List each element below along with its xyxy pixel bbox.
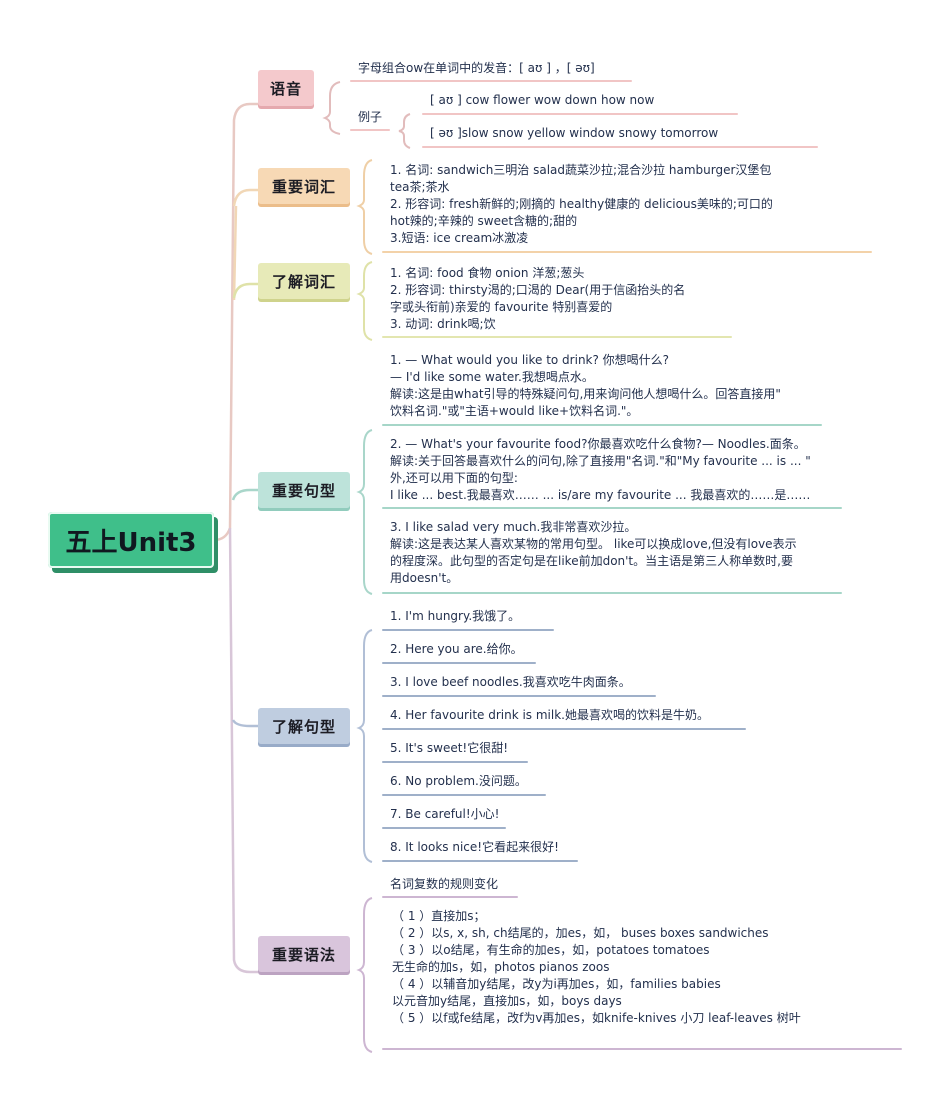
underline	[382, 794, 546, 796]
branch-grammar[interactable]: 重要语法	[258, 936, 350, 972]
underline	[382, 860, 578, 862]
underline	[382, 695, 656, 697]
branch-key-vocabulary[interactable]: 重要词汇	[258, 168, 350, 204]
know-sentence-item: 8. It looks nice!它看起来很好!	[390, 840, 559, 854]
key-sentence-line: 用doesn't。	[390, 571, 459, 585]
key-sentence-line: I like ... best.我最喜欢…… ... is/are my fav…	[390, 488, 811, 502]
know-sentence-item: 5. It's sweet!它很甜!	[390, 741, 509, 755]
key-vocabulary-block: 1. 名词: sandwich三明治 salad蔬菜沙拉;混合沙拉 hambur…	[390, 162, 773, 247]
branch-know-sentences[interactable]: 了解句型	[258, 708, 350, 744]
key-sentence-line: 外,还可以用下面的句型:	[390, 471, 518, 485]
branch-pronunciation[interactable]: 语音	[258, 70, 314, 106]
key-sentence-line: — I'd like some water.我想喝点水。	[390, 370, 594, 384]
branch-know-vocabulary-title: 了解词汇	[271, 272, 336, 291]
know-sentence-item: 4. Her favourite drink is milk.她最喜欢喝的饮料是…	[390, 708, 709, 722]
key-sentence-line: 饮料名词."或"主语+would like+饮料名词."。	[390, 404, 639, 418]
branch-know-sentences-title: 了解句型	[271, 717, 336, 736]
underline	[382, 424, 822, 426]
know-sentence-item: 3. I love beef noodles.我喜欢吃牛肉面条。	[390, 675, 631, 689]
know-sentence-item: 2. Here you are.给你。	[390, 642, 523, 656]
key-vocabulary-line: 2. 形容词: fresh新鲜的;刚摘的 healthy健康的 deliciou…	[390, 197, 773, 211]
underline	[382, 507, 842, 509]
underline	[382, 629, 554, 631]
root-title: 五上Unit3	[65, 527, 197, 558]
underline	[382, 592, 842, 594]
branch-key-sentences[interactable]: 重要句型	[258, 472, 350, 508]
key-sentence-line: 2. — What's your favourite food?你最喜欢吃什么食…	[390, 437, 806, 451]
key-sentence-line: 解读:这是由what引导的特殊疑问句,用来询问他人想喝什么。回答直接用"	[390, 387, 781, 401]
know-sentence-item: 1. I'm hungry.我饿了。	[390, 609, 521, 623]
pronunciation-example-ou: [ əʊ ]slow snow yellow window snowy tomo…	[430, 126, 719, 140]
key-sentence-line: 1. — What would you like to drink? 你想喝什么…	[390, 353, 670, 367]
know-vocabulary-line: 3. 动词: drink喝;饮	[390, 317, 496, 331]
underline	[422, 146, 818, 148]
underline	[350, 80, 632, 82]
grammar-rule-line: 以元音加y结尾，直接加s，如，boys days	[392, 994, 622, 1008]
grammar-rule-line: （ 3 ）以o结尾，有生命的加es，如，potatoes tomatoes	[392, 943, 710, 957]
underline	[350, 129, 390, 131]
underline	[382, 761, 528, 763]
pronunciation-example-au: [ aʊ ] cow flower wow down how now	[430, 93, 655, 107]
key-vocabulary-line: 3.短语: ice cream冰激凌	[390, 231, 529, 245]
know-sentence-item: 7. Be careful!小心!	[390, 807, 500, 821]
key-sentence-line: 解读:关于回答最喜欢什么的问句,除了直接用"名词."和"My favourite…	[390, 454, 811, 468]
key-vocabulary-line: 1. 名词: sandwich三明治 salad蔬菜沙拉;混合沙拉 hambur…	[390, 163, 772, 177]
grammar-rule-line: （ 5 ）以f或fe结尾，改f为v再加es，如knife-knives 小刀 l…	[392, 1011, 801, 1025]
know-vocabulary-line: 2. 形容词: thirsty渴的;口渴的 Dear(用于信函抬头的名	[390, 283, 686, 297]
key-sentence-2: 2. — What's your favourite food?你最喜欢吃什么食…	[390, 436, 811, 504]
underline	[382, 251, 872, 253]
grammar-rule-line: 无生命的加s，如，photos pianos zoos	[392, 960, 610, 974]
underline	[382, 1048, 902, 1050]
grammar-rules-block: （ 1 ）直接加s； （ 2 ）以s, x, sh, ch结尾的，加es，如， …	[392, 908, 801, 1027]
grammar-rule-line: （ 1 ）直接加s；	[392, 909, 486, 923]
key-sentence-line: 3. I like salad very much.我非常喜欢沙拉。	[390, 520, 637, 534]
underline	[382, 728, 746, 730]
know-sentence-item: 6. No problem.没问题。	[390, 774, 527, 788]
underline	[382, 662, 536, 664]
branch-pronunciation-title: 语音	[269, 79, 302, 98]
key-sentence-3: 3. I like salad very much.我非常喜欢沙拉。 解读:这是…	[390, 519, 797, 587]
root-node[interactable]: 五上Unit3	[48, 512, 214, 568]
underline	[382, 827, 506, 829]
pronunciation-rule: 字母组合ow在单词中的发音：[ aʊ ] ，[ əʊ]	[358, 61, 595, 75]
know-vocabulary-line: 1. 名词: food 食物 onion 洋葱;葱头	[390, 266, 585, 280]
know-vocabulary-line: 字或头衔前)亲爱的 favourite 特别喜爱的	[390, 300, 613, 314]
know-vocabulary-block: 1. 名词: food 食物 onion 洋葱;葱头 2. 形容词: thirs…	[390, 265, 685, 333]
branch-grammar-title: 重要语法	[271, 945, 336, 964]
underline	[382, 336, 732, 338]
grammar-rule-line: （ 2 ）以s, x, sh, ch结尾的，加es，如， buses boxes…	[392, 926, 769, 940]
branch-know-vocabulary[interactable]: 了解词汇	[258, 263, 350, 299]
underline	[382, 896, 518, 898]
grammar-rule-line: （ 4 ）以辅音加y结尾，改y为i再加es，如，families babies	[392, 977, 721, 991]
key-sentence-line: 解读:这是表达某人喜欢某物的常用句型。 like可以换成love,但没有love…	[390, 537, 797, 551]
key-vocabulary-line: hot辣的;辛辣的 sweet含糖的;甜的	[390, 214, 578, 228]
pronunciation-examples-label: 例子	[358, 110, 383, 124]
key-vocabulary-line: tea茶;茶水	[390, 180, 450, 194]
key-sentence-1: 1. — What would you like to drink? 你想喝什么…	[390, 352, 781, 420]
branch-key-sentences-title: 重要句型	[271, 481, 336, 500]
branch-key-vocabulary-title: 重要词汇	[271, 177, 336, 196]
key-sentence-line: 的程度深。此句型的否定句是在like前加don't。当主语是第三人称单数时,要	[390, 554, 793, 568]
grammar-heading: 名词复数的规则变化	[390, 877, 499, 891]
underline	[422, 113, 738, 115]
